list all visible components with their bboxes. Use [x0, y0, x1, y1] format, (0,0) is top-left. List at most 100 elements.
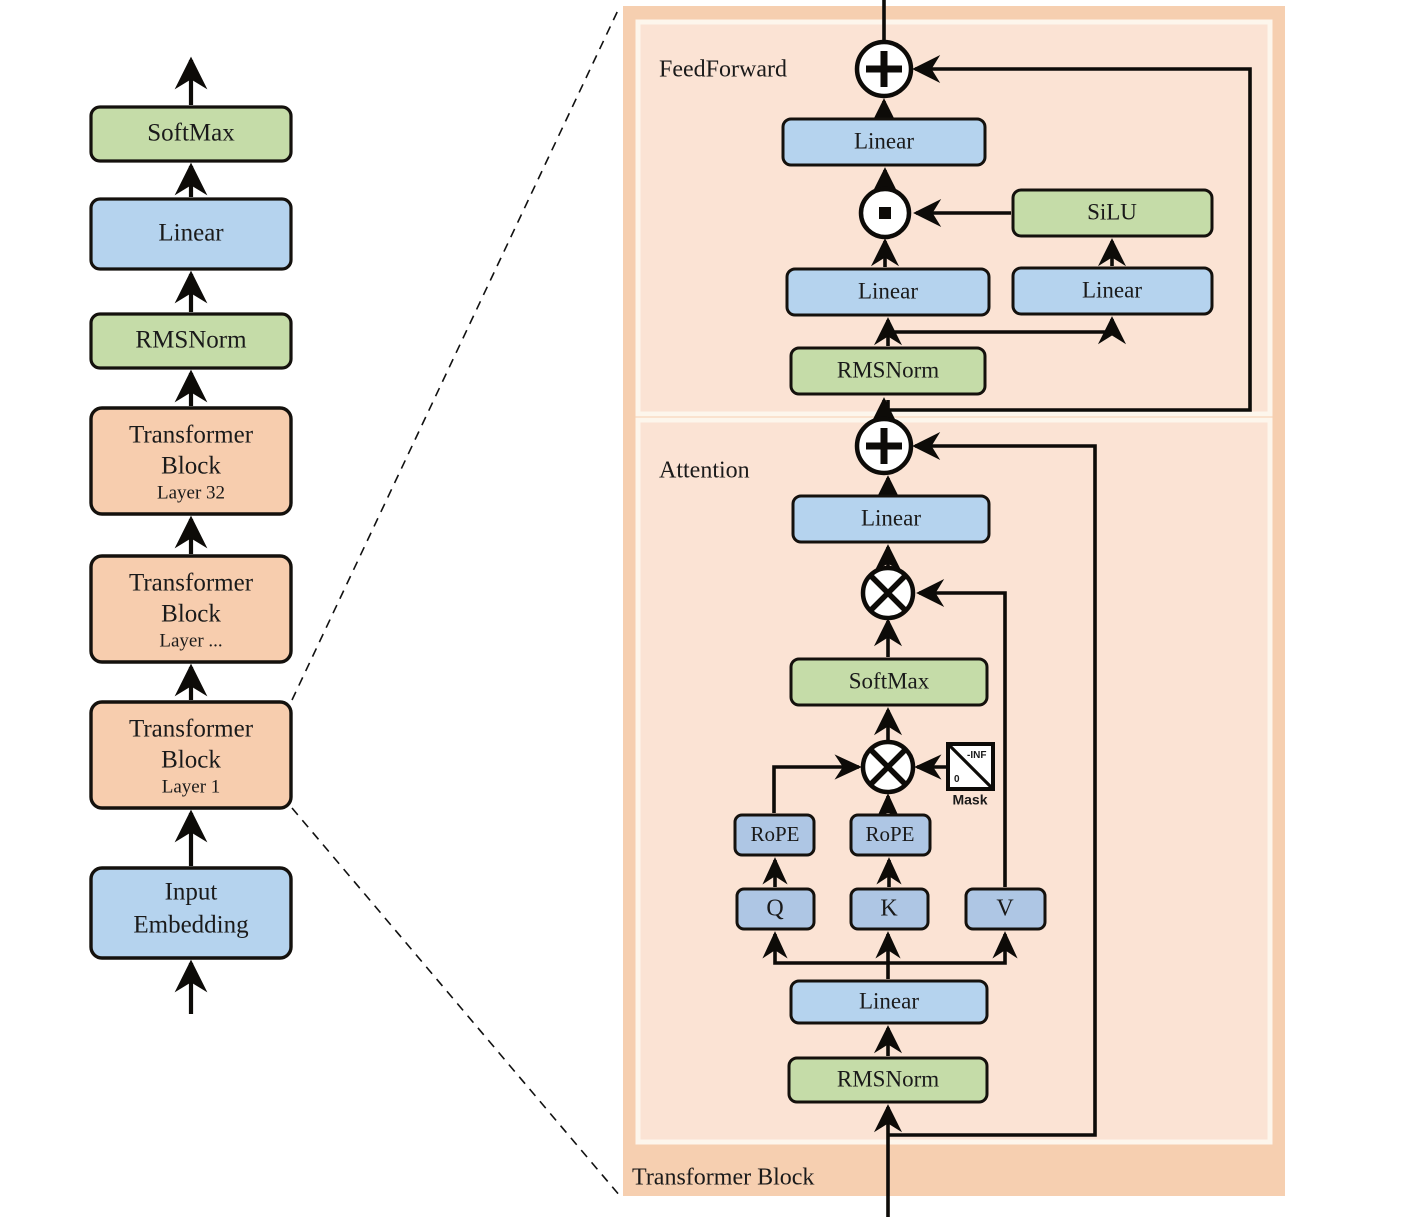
cross-icon — [869, 574, 907, 612]
node-transformer-block-mid-label2: Block — [161, 601, 221, 628]
attn-softmax-shape — [789, 657, 989, 707]
ff-linear-down-shape — [781, 117, 987, 167]
attn-softmax-label: SoftMax — [849, 668, 930, 693]
node-transformer-block-32[interactable]: Transformer Block Layer 32 — [89, 406, 293, 516]
node-transformer-block-1-label2: Block — [161, 747, 221, 774]
arrow-ff-rmsnorm-branch-to-linearup — [888, 316, 1127, 345]
model-stack: SoftMax Linear RMSNorm Transformer Block… — [89, 105, 293, 960]
attn-linear-qkv[interactable]: Linear — [789, 979, 989, 1025]
attn-v-label: V — [996, 896, 1014, 922]
node-softmax-out-shape — [89, 105, 293, 163]
attn-rope-q-shape — [733, 813, 816, 857]
node-softmax-out-label: SoftMax — [147, 120, 235, 147]
attn-rope-q-label: RoPE — [750, 822, 799, 846]
ff-linear-gate-label: Linear — [858, 278, 918, 303]
attn-k[interactable]: K — [849, 887, 930, 931]
attn-rope-k-label: RoPE — [865, 822, 914, 846]
node-transformer-block-32-label2: Block — [161, 453, 221, 480]
callout-line-top — [291, 5, 621, 701]
node-transformer-block-1-sublabel: Layer 1 — [162, 776, 221, 797]
ff-silu-shape — [1011, 188, 1214, 238]
attn-linear-out-label: Linear — [861, 505, 921, 530]
expansion-callout-lines — [291, 5, 621, 1197]
node-softmax-out[interactable]: SoftMax — [89, 105, 293, 163]
attn-rope-q[interactable]: RoPE — [733, 813, 816, 857]
ff-rmsnorm[interactable]: RMSNorm — [789, 346, 987, 396]
attn-k-shape — [849, 887, 930, 931]
feedforward-section-label: FeedForward — [659, 57, 787, 83]
ff-add-operator[interactable] — [854, 39, 914, 99]
feedforward-nodes: Linear SiLU Linear Linear RMSNorm — [781, 39, 1214, 396]
attention-section-label: Attention — [659, 458, 750, 484]
node-input-embedding-label2: Embedding — [133, 912, 249, 939]
node-transformer-block-32-label: Transformer — [129, 422, 254, 449]
node-rmsnorm-out-shape — [89, 312, 293, 370]
ff-linear-gate[interactable]: Linear — [785, 267, 991, 317]
callout-line-bottom — [291, 807, 621, 1197]
attn-rope-k[interactable]: RoPE — [849, 813, 932, 857]
transformer-block-panel-label: Transformer Block — [632, 1165, 814, 1191]
attn-matmul-qk-operator[interactable] — [860, 739, 916, 795]
arrow-linearqkv-to-v — [888, 931, 1018, 965]
node-transformer-block-mid-sublabel: Layer ... — [159, 630, 222, 651]
attn-rope-k-shape — [849, 813, 932, 857]
ff-silu[interactable]: SiLU — [1011, 188, 1214, 238]
node-rmsnorm-out[interactable]: RMSNorm — [89, 312, 293, 370]
attention-flow-arrows — [762, 397, 1097, 1217]
attention-nodes: Linear SoftMax -INF 0 Mask RoPE — [733, 416, 1047, 1104]
attn-linear-qkv-label: Linear — [859, 988, 919, 1013]
node-linear-out-label: Linear — [158, 220, 224, 247]
arrow-attn-residual — [888, 431, 1097, 1137]
arrow-attn-ropeq-to-mulqk — [772, 754, 862, 813]
cross-icon — [869, 748, 907, 786]
attn-add-operator[interactable] — [854, 416, 914, 476]
node-input-embedding-shape — [89, 866, 293, 960]
attn-matmul-v-operator[interactable] — [860, 565, 916, 621]
node-transformer-block-32-sublabel: Layer 32 — [157, 482, 225, 503]
mask-tick-high: -INF — [967, 750, 986, 761]
ff-linear-up-shape — [1011, 266, 1214, 316]
node-transformer-block-1[interactable]: Transformer Block Layer 1 — [89, 700, 293, 810]
ff-linear-up[interactable]: Linear — [1011, 266, 1214, 316]
attn-v-shape — [964, 887, 1047, 931]
ff-silu-label: SiLU — [1087, 199, 1137, 224]
ff-linear-down-label: Linear — [854, 128, 914, 153]
attn-rmsnorm-label: RMSNorm — [837, 1066, 939, 1091]
attn-softmax[interactable]: SoftMax — [789, 657, 989, 707]
node-linear-out-shape — [89, 197, 293, 271]
ff-linear-up-label: Linear — [1082, 277, 1142, 302]
node-transformer-block-32-shape — [89, 406, 293, 516]
node-transformer-block-1-label: Transformer — [129, 716, 254, 743]
attn-rmsnorm[interactable]: RMSNorm — [787, 1056, 989, 1104]
mask-tick-low: 0 — [954, 774, 960, 785]
node-transformer-block-1-shape — [89, 700, 293, 810]
attn-linear-qkv-shape — [789, 979, 989, 1025]
plus-icon — [866, 428, 902, 464]
attn-linear-out-shape — [791, 494, 991, 544]
attn-mask[interactable]: -INF 0 Mask — [946, 742, 995, 808]
attn-q-shape — [735, 887, 816, 931]
dot-icon — [879, 207, 891, 219]
attn-rmsnorm-shape — [787, 1056, 989, 1104]
attn-q[interactable]: Q — [735, 887, 816, 931]
mask-diagonal — [948, 744, 993, 789]
attn-q-label: Q — [766, 896, 783, 922]
arrow-attn-v-to-mulv — [916, 578, 1007, 887]
ff-rmsnorm-shape — [789, 346, 987, 396]
node-input-embedding[interactable]: Input Embedding — [89, 866, 293, 960]
mask-label: Mask — [952, 792, 987, 808]
attn-k-label: K — [880, 896, 898, 922]
node-transformer-block-mid-shape — [89, 554, 293, 664]
ff-rmsnorm-label: RMSNorm — [837, 357, 939, 382]
plus-icon — [866, 51, 902, 87]
node-transformer-block-mid[interactable]: Transformer Block Layer ... — [89, 554, 293, 664]
attn-linear-out[interactable]: Linear — [791, 494, 991, 544]
node-input-embedding-label: Input — [165, 879, 218, 906]
ff-linear-down[interactable]: Linear — [781, 117, 987, 167]
ff-linear-gate-shape — [785, 267, 991, 317]
ff-multiply-operator[interactable] — [858, 186, 912, 240]
arrow-linearqkv-to-q — [762, 931, 890, 979]
attn-v[interactable]: V — [964, 887, 1047, 931]
node-linear-out[interactable]: Linear — [89, 197, 293, 271]
